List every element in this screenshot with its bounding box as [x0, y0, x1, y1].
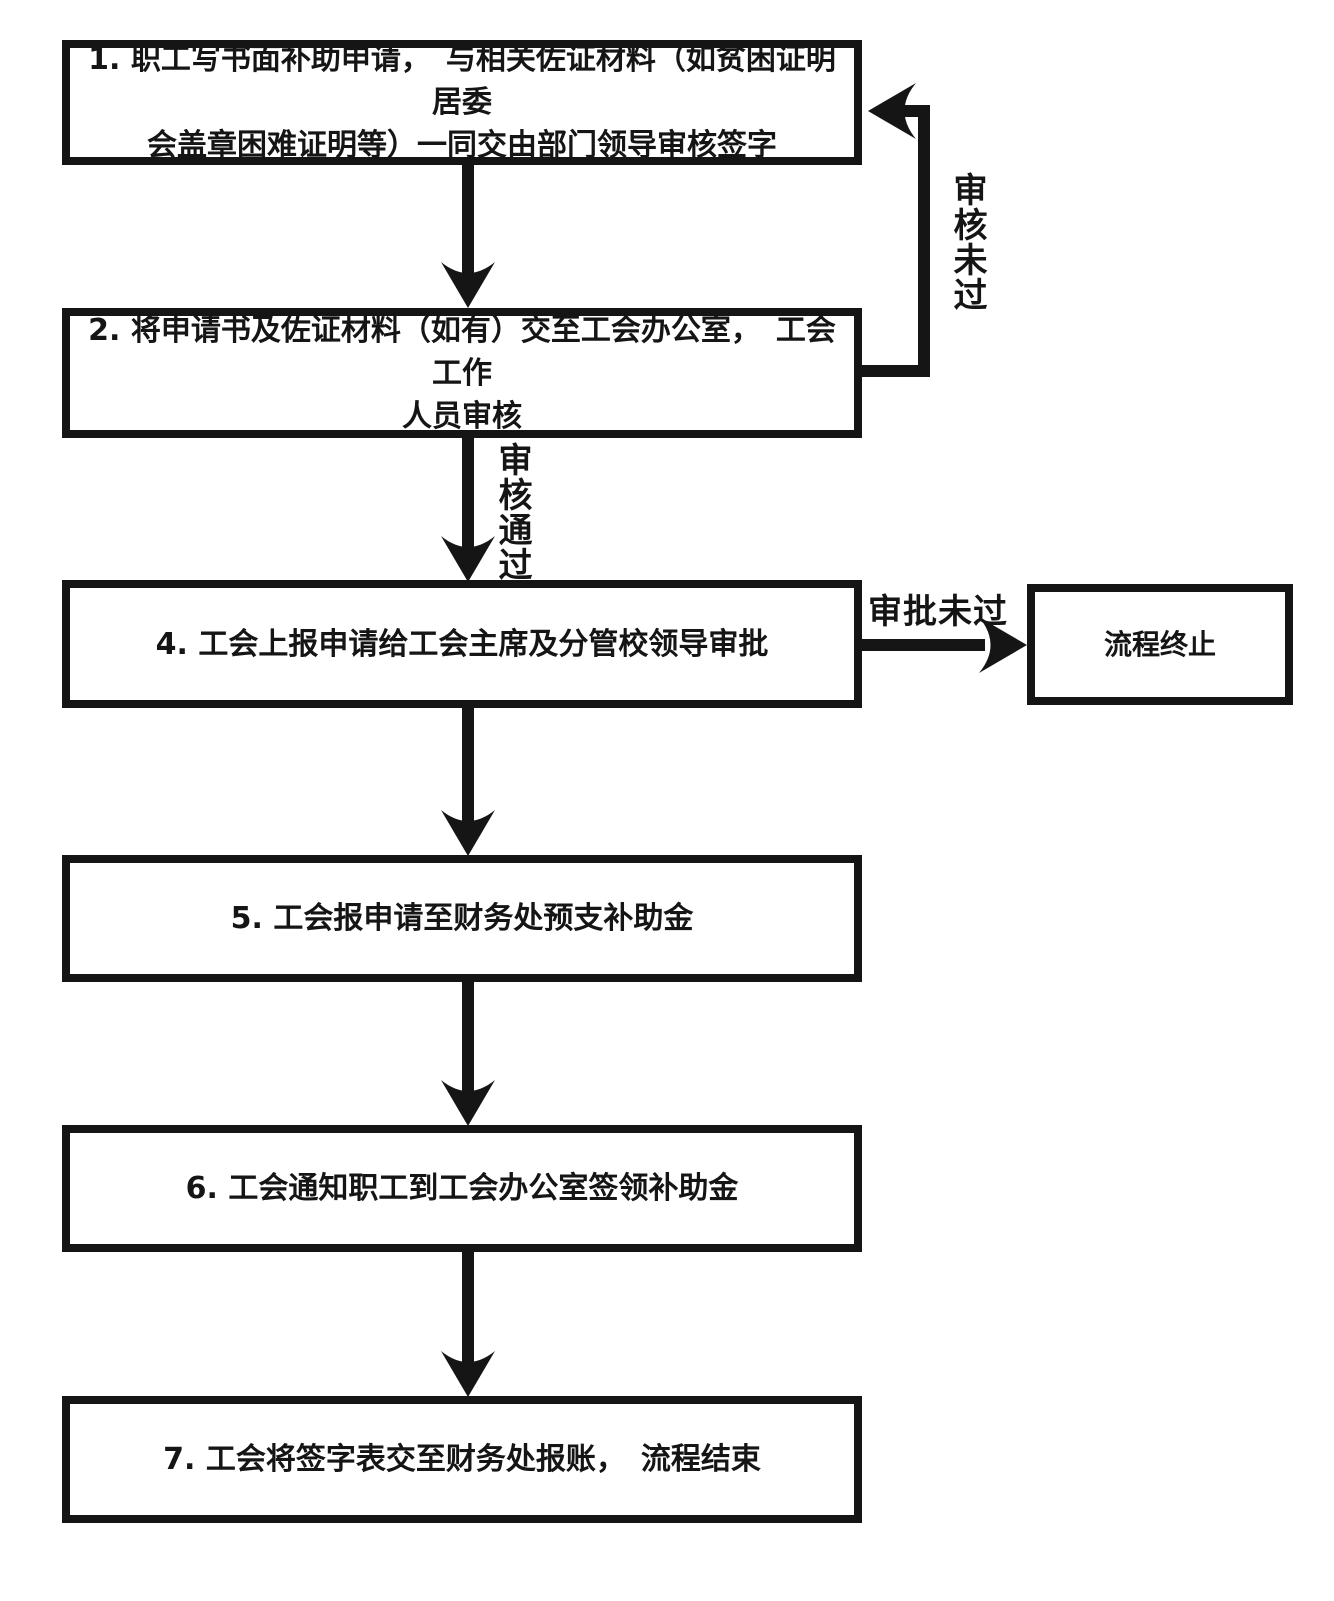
- step-2-text: 2. 将申请书及佐证材料（如有）交至工会办公室， 工会工作 人员审核: [88, 312, 836, 434]
- step-2-box: 2. 将申请书及佐证材料（如有）交至工会办公室， 工会工作 人员审核: [62, 308, 862, 438]
- arrowhead-down-icon: [441, 1351, 495, 1397]
- step-4-text: 4. 工会上报申请给工会主席及分管校领导审批: [155, 626, 769, 662]
- terminate-box: 流程终止: [1027, 584, 1293, 705]
- arrowhead-down-icon: [441, 262, 495, 308]
- step-1-box: 1. 职工写书面补助申请， 与相关佐证材料（如贫困证明居委 会盖章困难证明等）一…: [62, 40, 862, 165]
- step-5-text: 5. 工会报申请至财务处预支补助金: [230, 901, 694, 936]
- edge-label-review-failed: 审核未过: [947, 172, 987, 312]
- edge-label-review-passed: 审核通过: [492, 442, 532, 582]
- step-6-box: 6. 工会通知职工到工会办公室签领补助金: [62, 1125, 862, 1252]
- step-5-box: 5. 工会报申请至财务处预支补助金: [62, 855, 862, 982]
- arrow-step6-step7: [441, 1248, 495, 1397]
- step-4-box: 4. 工会上报申请给工会主席及分管校领导审批: [62, 580, 862, 708]
- arrow-approval-failed: [858, 617, 1027, 673]
- arrow-step4-step5: [441, 704, 495, 856]
- terminate-text: 流程终止: [1103, 628, 1216, 661]
- arrowhead-down-icon: [441, 1080, 495, 1126]
- arrow-step5-step6: [441, 978, 495, 1126]
- arrowhead-left-icon: [868, 83, 916, 139]
- arrowhead-down-icon: [441, 536, 495, 582]
- step-1-text: 1. 职工写书面补助申请， 与相关佐证材料（如贫困证明居委 会盖章困难证明等）一…: [88, 42, 836, 163]
- step-7-box: 7. 工会将签字表交至财务处报账， 流程结束: [62, 1396, 862, 1523]
- arrowhead-down-icon: [441, 810, 495, 856]
- arrow-step2-step4: [441, 434, 495, 582]
- arrow-step1-step2: [441, 161, 495, 308]
- step-7-text: 7. 工会将签字表交至财务处报账， 流程结束: [163, 1442, 761, 1477]
- arrow-review-failed-loop: [856, 83, 930, 377]
- arrowhead-right-icon: [979, 617, 1027, 673]
- step-6-text: 6. 工会通知职工到工会办公室签领补助金: [185, 1171, 739, 1206]
- edge-label-approval-failed: 审批未过: [868, 592, 1008, 632]
